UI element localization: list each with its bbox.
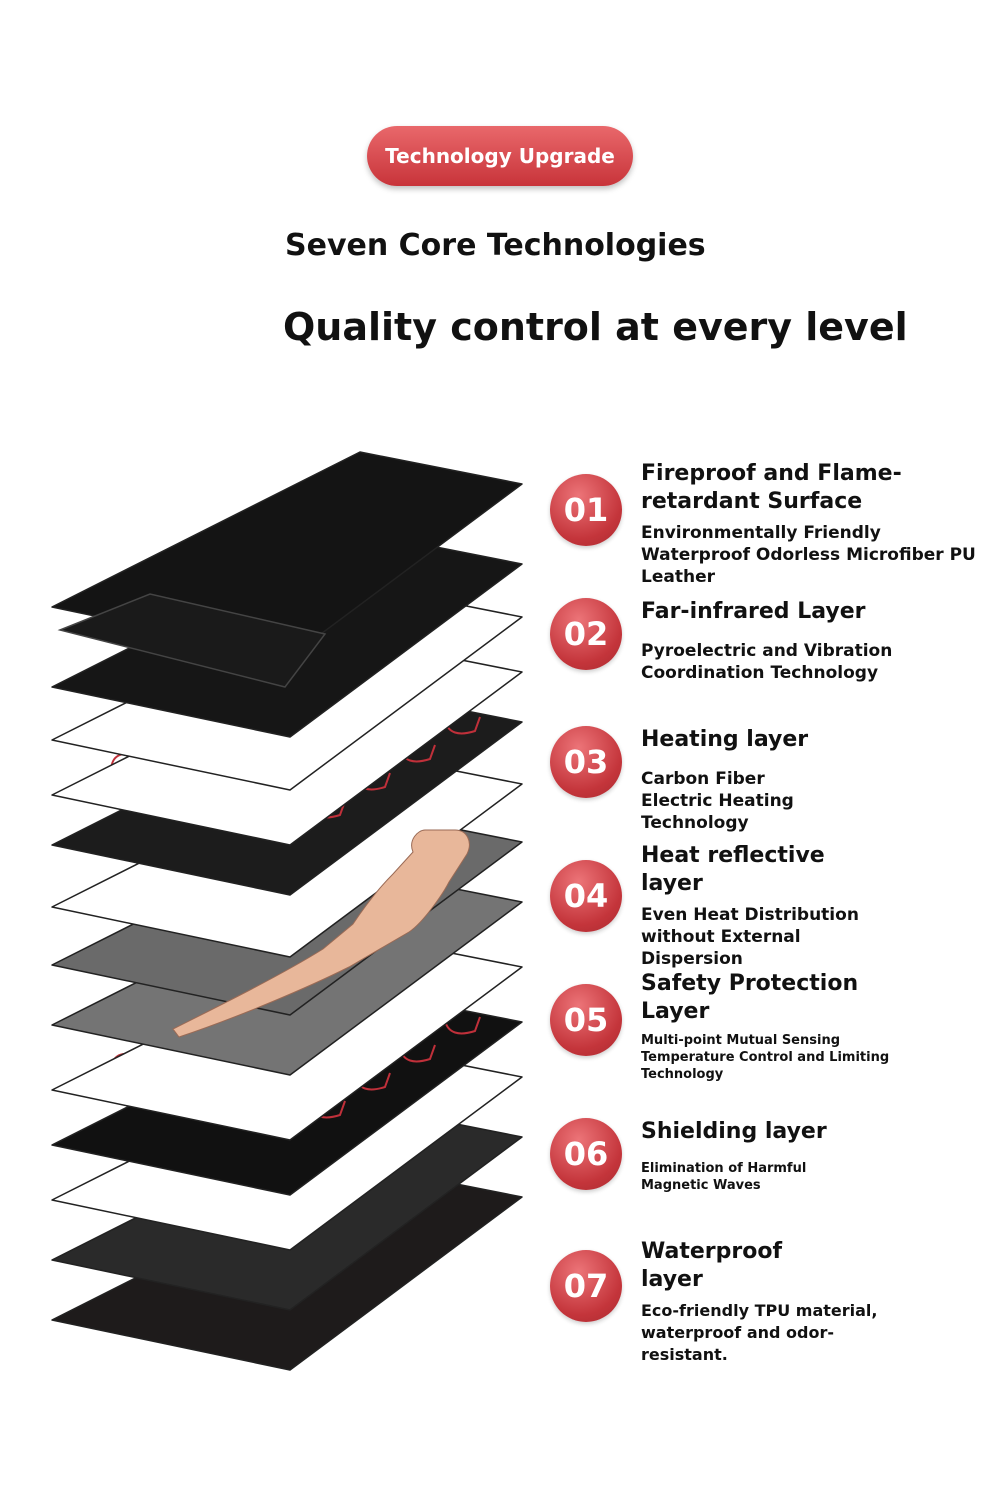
number-badge: 05 [550,984,622,1056]
item-description: Environmentally Friendly Waterproof Odor… [641,523,976,587]
item-heading: Heating layer [641,727,809,752]
mat-layer [51,451,523,688]
number-badge: 07 [550,1250,622,1322]
number-badge: 06 [550,1118,622,1190]
technology-upgrade-badge: Technology Upgrade [367,126,633,186]
heating-coil [444,1016,481,1035]
number-badge: 02 [550,598,622,670]
number-badge: 03 [550,726,622,798]
item-description: Elimination of Harmful Magnetic Waves [641,1161,807,1193]
number-badge: 01 [550,474,622,546]
subtitle: Seven Core Technologies [285,228,706,263]
number-badge: 04 [550,860,622,932]
item-description: Even Heat Distribution without External … [641,905,859,969]
item-heading: Far-infrared Layer [641,599,866,624]
item-heading: Fireproof and Flame-retardant Surface [641,461,902,514]
item-description: Eco-friendly TPU material, waterproof an… [641,1301,878,1364]
page-title: Quality control at every level [283,305,908,349]
item-heading: Heat reflective layer [641,843,825,896]
item-description: Pyroelectric and Vibration Coordination … [641,641,893,683]
item-heading: Waterproof layer [641,1239,783,1292]
person-figure [172,829,470,1038]
pillow [57,593,327,688]
layer-stack-illustration [51,451,523,1371]
item-description: Multi-point Mutual Sensing Temperature C… [641,1033,890,1082]
item-heading: Shielding layer [641,1119,827,1144]
item-heading: Safety Protection Layer [641,971,859,1024]
item-description: Carbon Fiber Electric Heating Technology [641,769,794,833]
